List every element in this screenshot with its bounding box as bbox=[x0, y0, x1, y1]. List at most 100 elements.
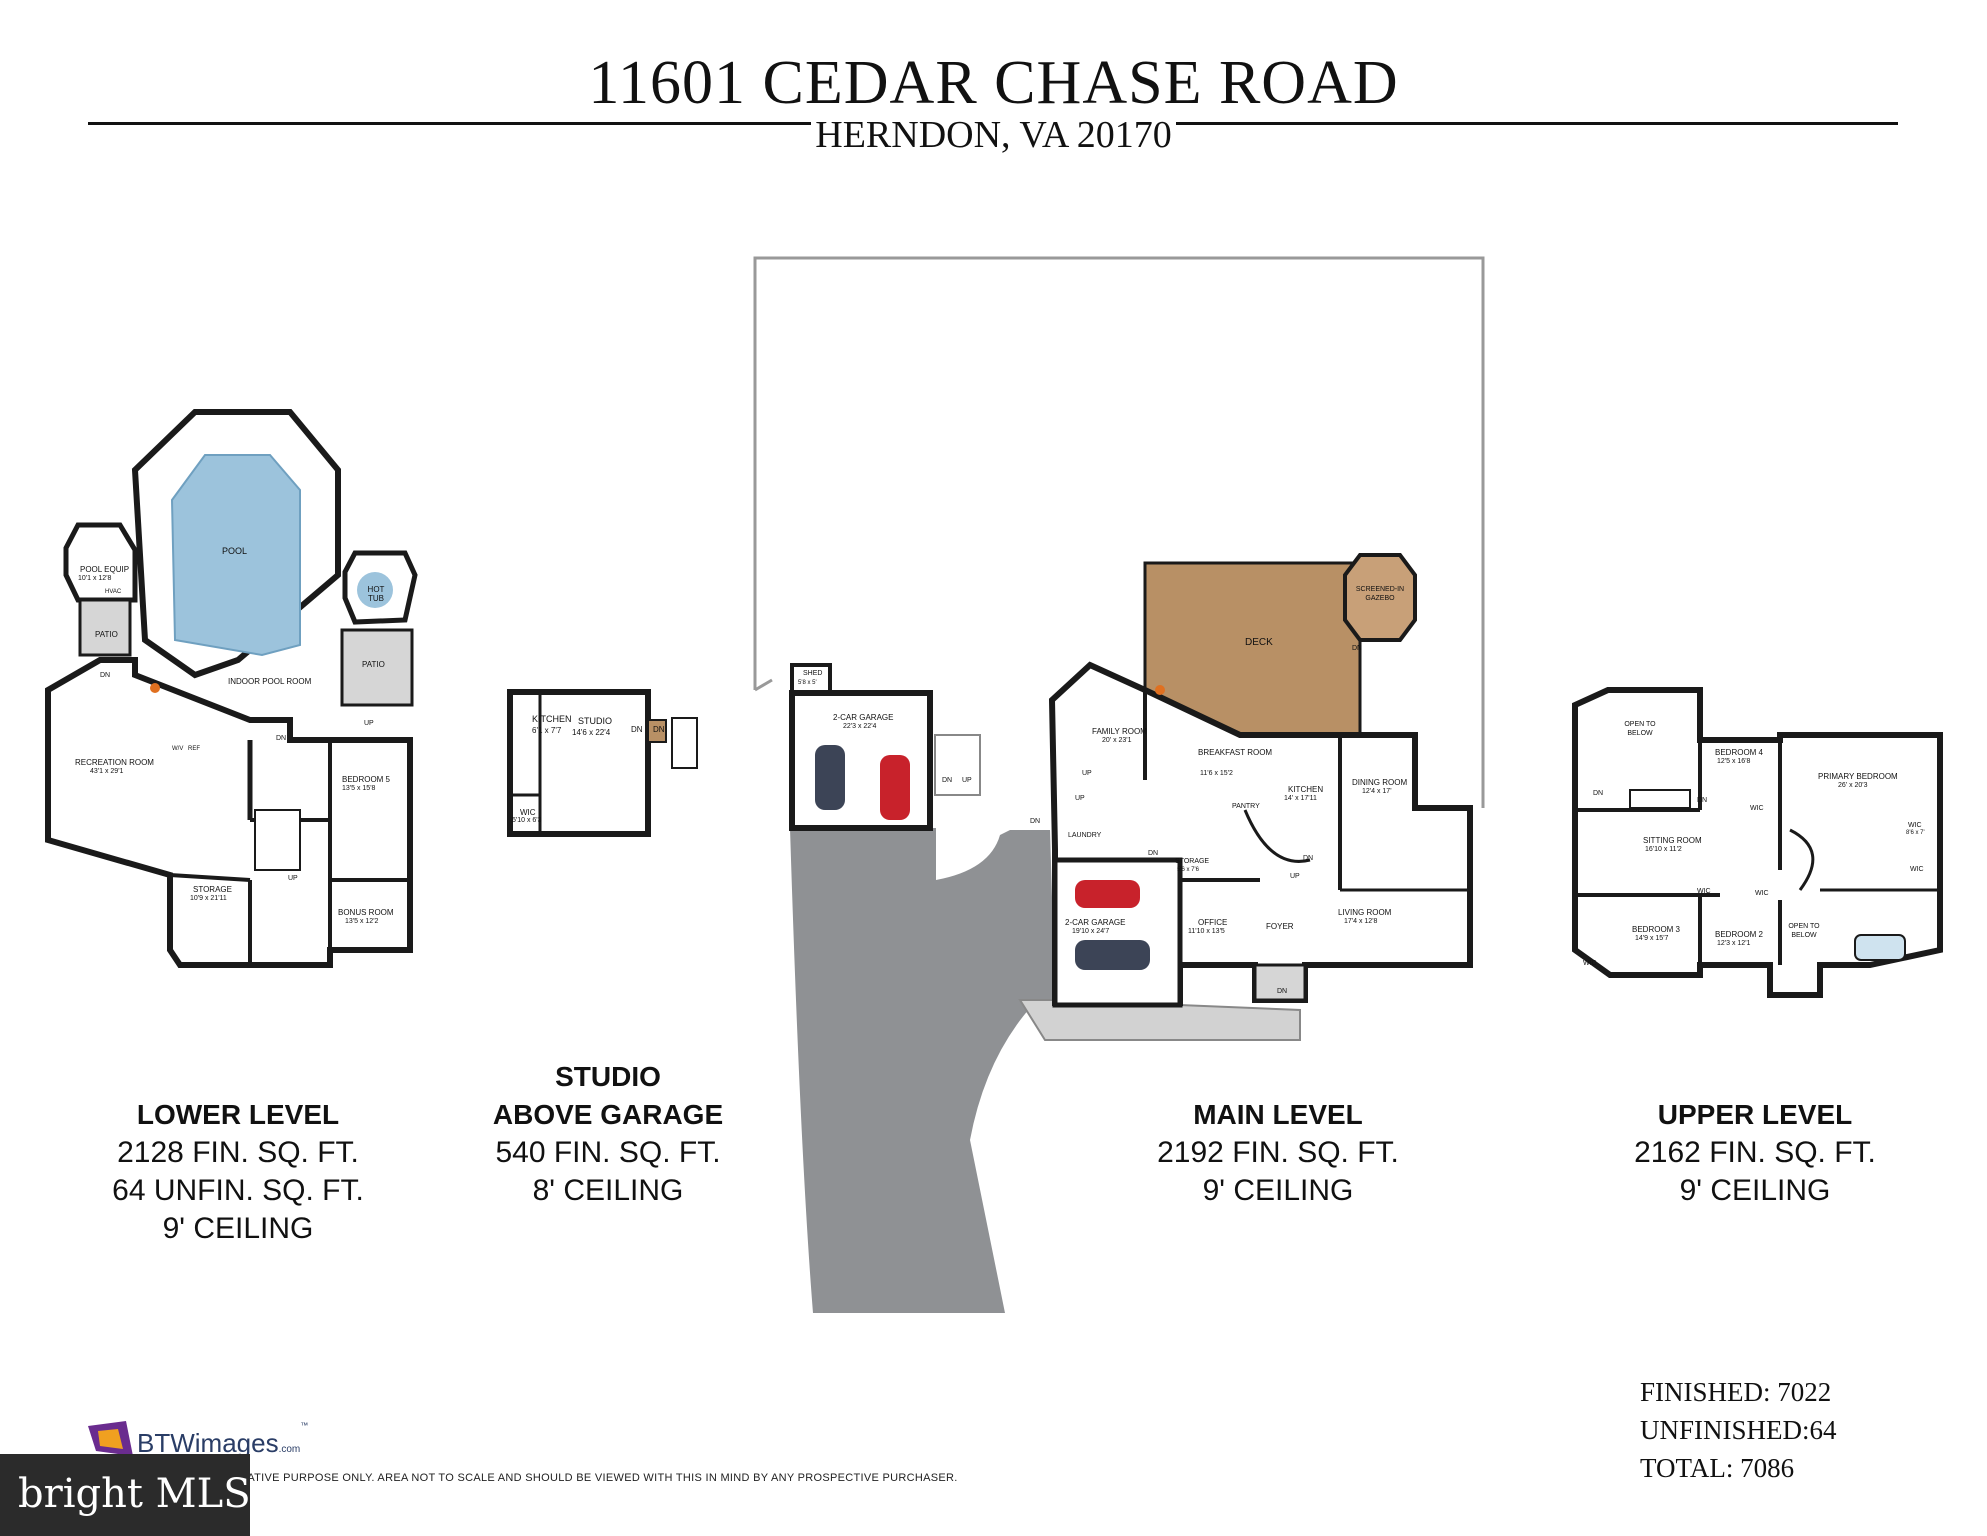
room-kitchen-dim: 14' x 17'11 bbox=[1284, 795, 1317, 802]
stair-dn: DN bbox=[1697, 797, 1708, 804]
main-level-plan bbox=[789, 553, 1473, 1008]
studio-ceiling: 8' CEILING bbox=[532, 1174, 684, 1207]
room-bedroom4: BEDROOM 4 bbox=[1715, 748, 1764, 757]
room-garage-a-dim: 22'3 x 22'4 bbox=[843, 723, 877, 730]
lower-level-finished: 2128 FIN. SQ. FT. bbox=[117, 1136, 359, 1169]
room-studio-dim: 14'6 x 22'4 bbox=[572, 728, 611, 737]
pool bbox=[170, 454, 301, 657]
stair-dn: DN bbox=[631, 725, 643, 734]
stair-up: UP bbox=[288, 875, 298, 882]
room-dining-dim: 12'4 x 17' bbox=[1362, 788, 1392, 795]
car-dark bbox=[815, 745, 845, 810]
upper-level-ceiling: 9' CEILING bbox=[1679, 1174, 1831, 1207]
stair-dn: DN bbox=[1352, 645, 1363, 652]
driveway bbox=[790, 828, 1055, 1313]
room-recreation-dim: 43'1 x 29'1 bbox=[90, 768, 124, 775]
room-sitting: SITTING ROOM bbox=[1643, 836, 1702, 845]
room-patio-right: PATIO bbox=[362, 660, 385, 669]
lower-level-plan bbox=[45, 409, 418, 968]
btw-logo-icon bbox=[88, 1421, 133, 1456]
gazebo bbox=[1343, 553, 1417, 642]
lower-level-unfinished: 64 UNFIN. SQ. FT. bbox=[112, 1174, 364, 1207]
room-foyer: FOYER bbox=[1266, 922, 1294, 931]
room-wic: WIC bbox=[1583, 960, 1597, 967]
main-level-ceiling: 9' CEILING bbox=[1202, 1174, 1354, 1207]
upper-level-name: UPPER LEVEL bbox=[1657, 1099, 1853, 1130]
stair-dn: DN bbox=[100, 672, 111, 679]
room-open-below-1: OPEN TO BELOW bbox=[1624, 721, 1656, 737]
room-storage-lower: STORAGE bbox=[193, 885, 232, 894]
car-red bbox=[880, 755, 910, 820]
room-pool-equip-dim: 10'1 x 12'8 bbox=[78, 575, 112, 582]
btw-brand-suffix: .com bbox=[278, 1444, 301, 1455]
room-studio-wic: WIC bbox=[520, 808, 536, 817]
room-bonus-dim: 13'5 x 12'2 bbox=[345, 918, 379, 925]
page-title: 11601 CEDAR CHASE ROAD bbox=[588, 49, 1399, 117]
hvac-label: HVAC bbox=[105, 589, 122, 595]
room-family-dim: 20' x 23'1 bbox=[1102, 737, 1132, 744]
room-wic: WIC bbox=[1750, 805, 1764, 812]
studio-plan bbox=[507, 689, 698, 837]
room-dining: DINING ROOM bbox=[1352, 778, 1408, 787]
car-red-b bbox=[1075, 880, 1140, 908]
room-deck: DECK bbox=[1245, 637, 1273, 648]
room-living: LIVING ROOM bbox=[1338, 908, 1392, 917]
room-indoor-pool: INDOOR POOL ROOM bbox=[228, 677, 312, 686]
room-studio-kitchen: KITCHEN bbox=[532, 714, 572, 724]
mls-logo-text: bright MLS bbox=[18, 1471, 251, 1517]
room-bedroom2-dim: 12'3 x 12'1 bbox=[1717, 940, 1751, 947]
room-recreation: RECREATION ROOM bbox=[75, 758, 154, 767]
lower-level-name: LOWER LEVEL bbox=[136, 1099, 340, 1130]
room-primary-wic-dim: 8'6 x 7' bbox=[1906, 830, 1925, 836]
car-dark-b bbox=[1075, 940, 1150, 970]
room-breakfast: BREAKFAST ROOM bbox=[1198, 748, 1273, 757]
ref-label: REF bbox=[188, 746, 200, 752]
stair-dn: DN bbox=[1277, 988, 1288, 995]
upper-level-finished: 2162 FIN. SQ. FT. bbox=[1634, 1136, 1876, 1169]
room-bonus: BONUS ROOM bbox=[338, 908, 394, 917]
room-gazebo: SCREENED-IN GAZEBO bbox=[1355, 586, 1405, 602]
room-garage-b: 2-CAR GARAGE bbox=[1065, 918, 1126, 927]
room-breakfast-dim: 11'6 x 15'2 bbox=[1200, 770, 1233, 777]
stair-up: UP bbox=[1082, 770, 1092, 777]
room-studio: STUDIO bbox=[578, 716, 613, 726]
room-sitting-dim: 16'10 x 11'2 bbox=[1645, 846, 1682, 853]
stair-dn: DN bbox=[276, 735, 287, 742]
total-all: TOTAL: 7086 bbox=[1640, 1453, 1795, 1483]
room-bedroom4-dim: 12'5 x 16'8 bbox=[1717, 758, 1751, 765]
room-bedroom5-dim: 13'5 x 15'8 bbox=[342, 785, 376, 792]
room-laundry: LAUNDRY bbox=[1068, 832, 1102, 839]
room-wic: WIC bbox=[1755, 890, 1769, 897]
page-subtitle: HERNDON, VA 20170 bbox=[0, 113, 1987, 157]
room-bedroom3: BEDROOM 3 bbox=[1632, 925, 1681, 934]
fireplace-icon bbox=[1155, 685, 1165, 695]
room-garage-a: 2-CAR GARAGE bbox=[833, 713, 894, 722]
room-garage-b-dim: 19'10 x 24'7 bbox=[1072, 928, 1110, 935]
upper-level-plan bbox=[1572, 687, 1943, 998]
room-patio-left: PATIO bbox=[95, 630, 118, 639]
room-storage-lower-dim: 10'9 x 21'11 bbox=[190, 895, 227, 902]
property-lot-outline bbox=[753, 256, 1485, 808]
room-shed: SHED bbox=[803, 670, 823, 677]
fireplace-icon bbox=[150, 683, 160, 693]
stair-up: UP bbox=[1075, 795, 1085, 802]
studio-summary: STUDIO ABOVE GARAGE 540 FIN. SQ. FT. 8' … bbox=[458, 1058, 758, 1210]
room-hot-tub: HOT TUB bbox=[367, 585, 385, 603]
stair-dn: DN bbox=[1593, 790, 1604, 797]
room-storage-main-dim: 5'6 x 7'6 bbox=[1177, 867, 1199, 873]
totals-block: FINISHED: 7022 UNFINISHED:64 TOTAL: 7086 bbox=[1640, 1373, 1837, 1487]
studio-name: STUDIO bbox=[555, 1061, 661, 1092]
stair-dn: DN bbox=[1030, 818, 1041, 825]
bright-mls-logo: bright MLS bbox=[0, 1454, 251, 1536]
room-pool: POOL bbox=[222, 546, 248, 556]
room-studio-kitchen-dim: 6'1 x 7'7 bbox=[532, 726, 562, 735]
main-level-name: MAIN LEVEL bbox=[1193, 1099, 1363, 1130]
room-office: OFFICE bbox=[1198, 918, 1228, 927]
stair-dn: DN bbox=[1303, 855, 1314, 862]
room-bedroom5: BEDROOM 5 bbox=[342, 775, 391, 784]
disclaimer: ILLUSTRATIVE PURPOSE ONLY. AREA NOT TO S… bbox=[200, 1472, 958, 1484]
room-wic: WIC bbox=[1910, 866, 1924, 873]
room-pantry: PANTRY bbox=[1232, 803, 1260, 810]
room-wic: WIC bbox=[1697, 888, 1711, 895]
